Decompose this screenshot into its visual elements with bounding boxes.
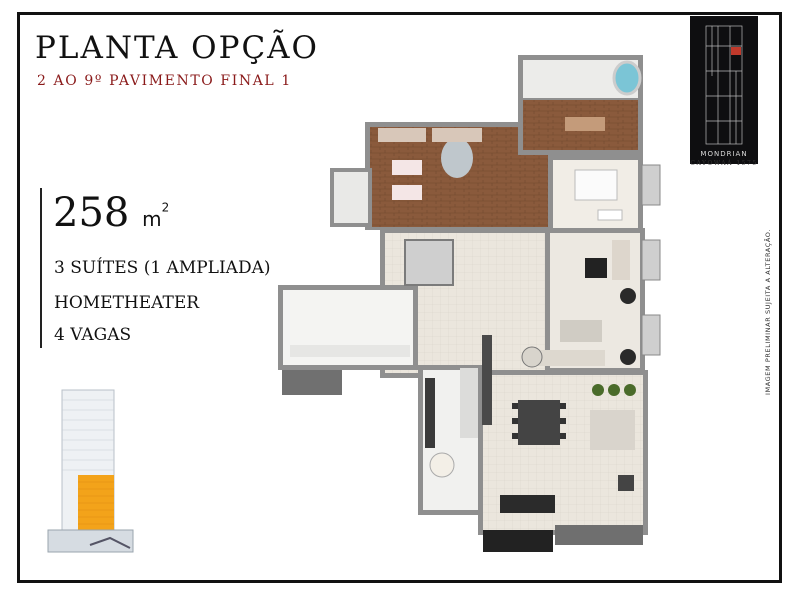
area-value: 258: [53, 190, 130, 236]
logo-name: MONDRIAN: [700, 150, 748, 158]
logo-building-icon: [705, 25, 743, 145]
home-theater-label: HOMETHEATER: [54, 293, 200, 313]
divider-line: [40, 188, 42, 348]
page-frame: [17, 12, 782, 583]
suites-label: 3 SUÍTES (1 AMPLIADA): [54, 258, 271, 278]
disclaimer-text: IMAGEM PRELIMINAR SUJEITA A ALTERAÇÃO.: [764, 229, 772, 395]
area-unit: m: [142, 207, 162, 231]
parking-label: 4 VAGAS: [54, 325, 132, 345]
area-unit-sup: 2: [161, 200, 170, 215]
page-subtitle: 2 AO 9º PAVIMENTO FINAL 1: [37, 73, 292, 89]
area-label: 258 m2: [53, 190, 169, 236]
mondrian-logo: MONDRIAN: [690, 16, 758, 164]
logo-tagline: CAYOWAÁ 1575: [690, 160, 758, 167]
page-title: PLANTA OPÇÃO: [35, 30, 319, 66]
